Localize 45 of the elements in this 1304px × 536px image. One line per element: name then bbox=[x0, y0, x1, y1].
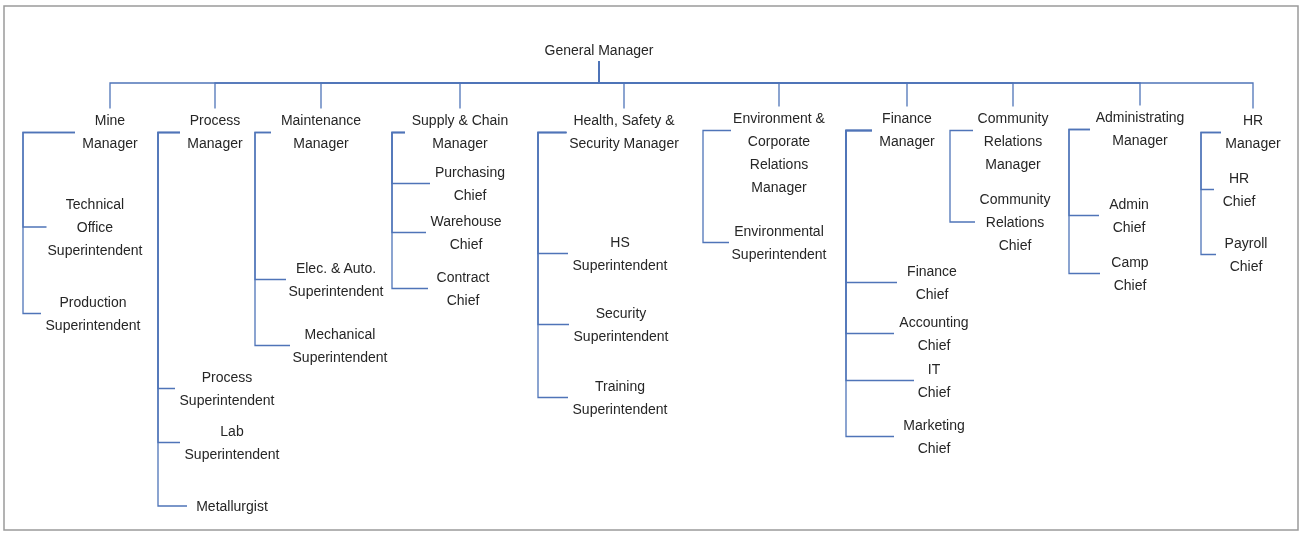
position-title: Process Manager bbox=[180, 108, 250, 155]
connector-line bbox=[1068, 128, 1101, 275]
position-title: Camp Chief bbox=[1100, 250, 1160, 297]
connector-line bbox=[537, 131, 569, 399]
position-title: Technical Office Superintendent bbox=[46, 192, 144, 262]
position-title: Health, Safety & Security Manager bbox=[566, 108, 682, 155]
position-title: Environment & Corporate Relations Manager bbox=[731, 106, 827, 199]
connector-line bbox=[391, 131, 429, 290]
position-title: Production Superintendent bbox=[41, 290, 145, 337]
position-title: Community Relations Chief bbox=[975, 187, 1055, 257]
position-title: Warehouse Chief bbox=[426, 209, 506, 256]
position-title: Purchasing Chief bbox=[430, 160, 510, 207]
connector-line bbox=[702, 129, 732, 244]
position-title: IT Chief bbox=[914, 357, 954, 404]
position-title: Finance Chief bbox=[897, 259, 967, 306]
position-title: HS Superintendent bbox=[568, 230, 672, 277]
position-title: Maintenance Manager bbox=[271, 108, 371, 155]
position-title: Supply & Chain Manager bbox=[405, 108, 515, 155]
connector-line bbox=[157, 131, 188, 507]
connector-line bbox=[254, 131, 291, 347]
position-title: Payroll Chief bbox=[1216, 231, 1276, 278]
position-title: General Manager bbox=[529, 38, 669, 62]
position-title: Mine Manager bbox=[75, 108, 145, 155]
position-title: Metallurgist bbox=[187, 494, 277, 518]
connector-line bbox=[1200, 131, 1222, 256]
position-title: Contract Chief bbox=[428, 265, 498, 312]
position-title: Lab Superintendent bbox=[180, 419, 284, 466]
connector-line bbox=[845, 129, 895, 438]
position-title: Finance Manager bbox=[872, 106, 942, 153]
position-title: Elec. & Auto. Superintendent bbox=[286, 256, 386, 303]
position-title: Training Superintendent bbox=[568, 374, 672, 421]
position-title: HR Chief bbox=[1214, 166, 1264, 213]
position-title: Accounting Chief bbox=[894, 310, 974, 357]
position-title: Admin Chief bbox=[1099, 192, 1159, 239]
position-title: Administrating Manager bbox=[1090, 105, 1190, 152]
position-title: HR Manager bbox=[1221, 108, 1285, 155]
connector-line bbox=[22, 131, 76, 315]
position-title: Process Superintendent bbox=[175, 365, 279, 412]
position-title: Environmental Superintendent bbox=[729, 219, 829, 266]
connector-line bbox=[598, 60, 1254, 110]
position-title: Community Relations Manager bbox=[973, 106, 1053, 176]
connector-line bbox=[949, 129, 976, 223]
position-title: Security Superintendent bbox=[569, 301, 673, 348]
position-title: Marketing Chief bbox=[894, 413, 974, 460]
position-title: Mechanical Superintendent bbox=[290, 322, 390, 369]
